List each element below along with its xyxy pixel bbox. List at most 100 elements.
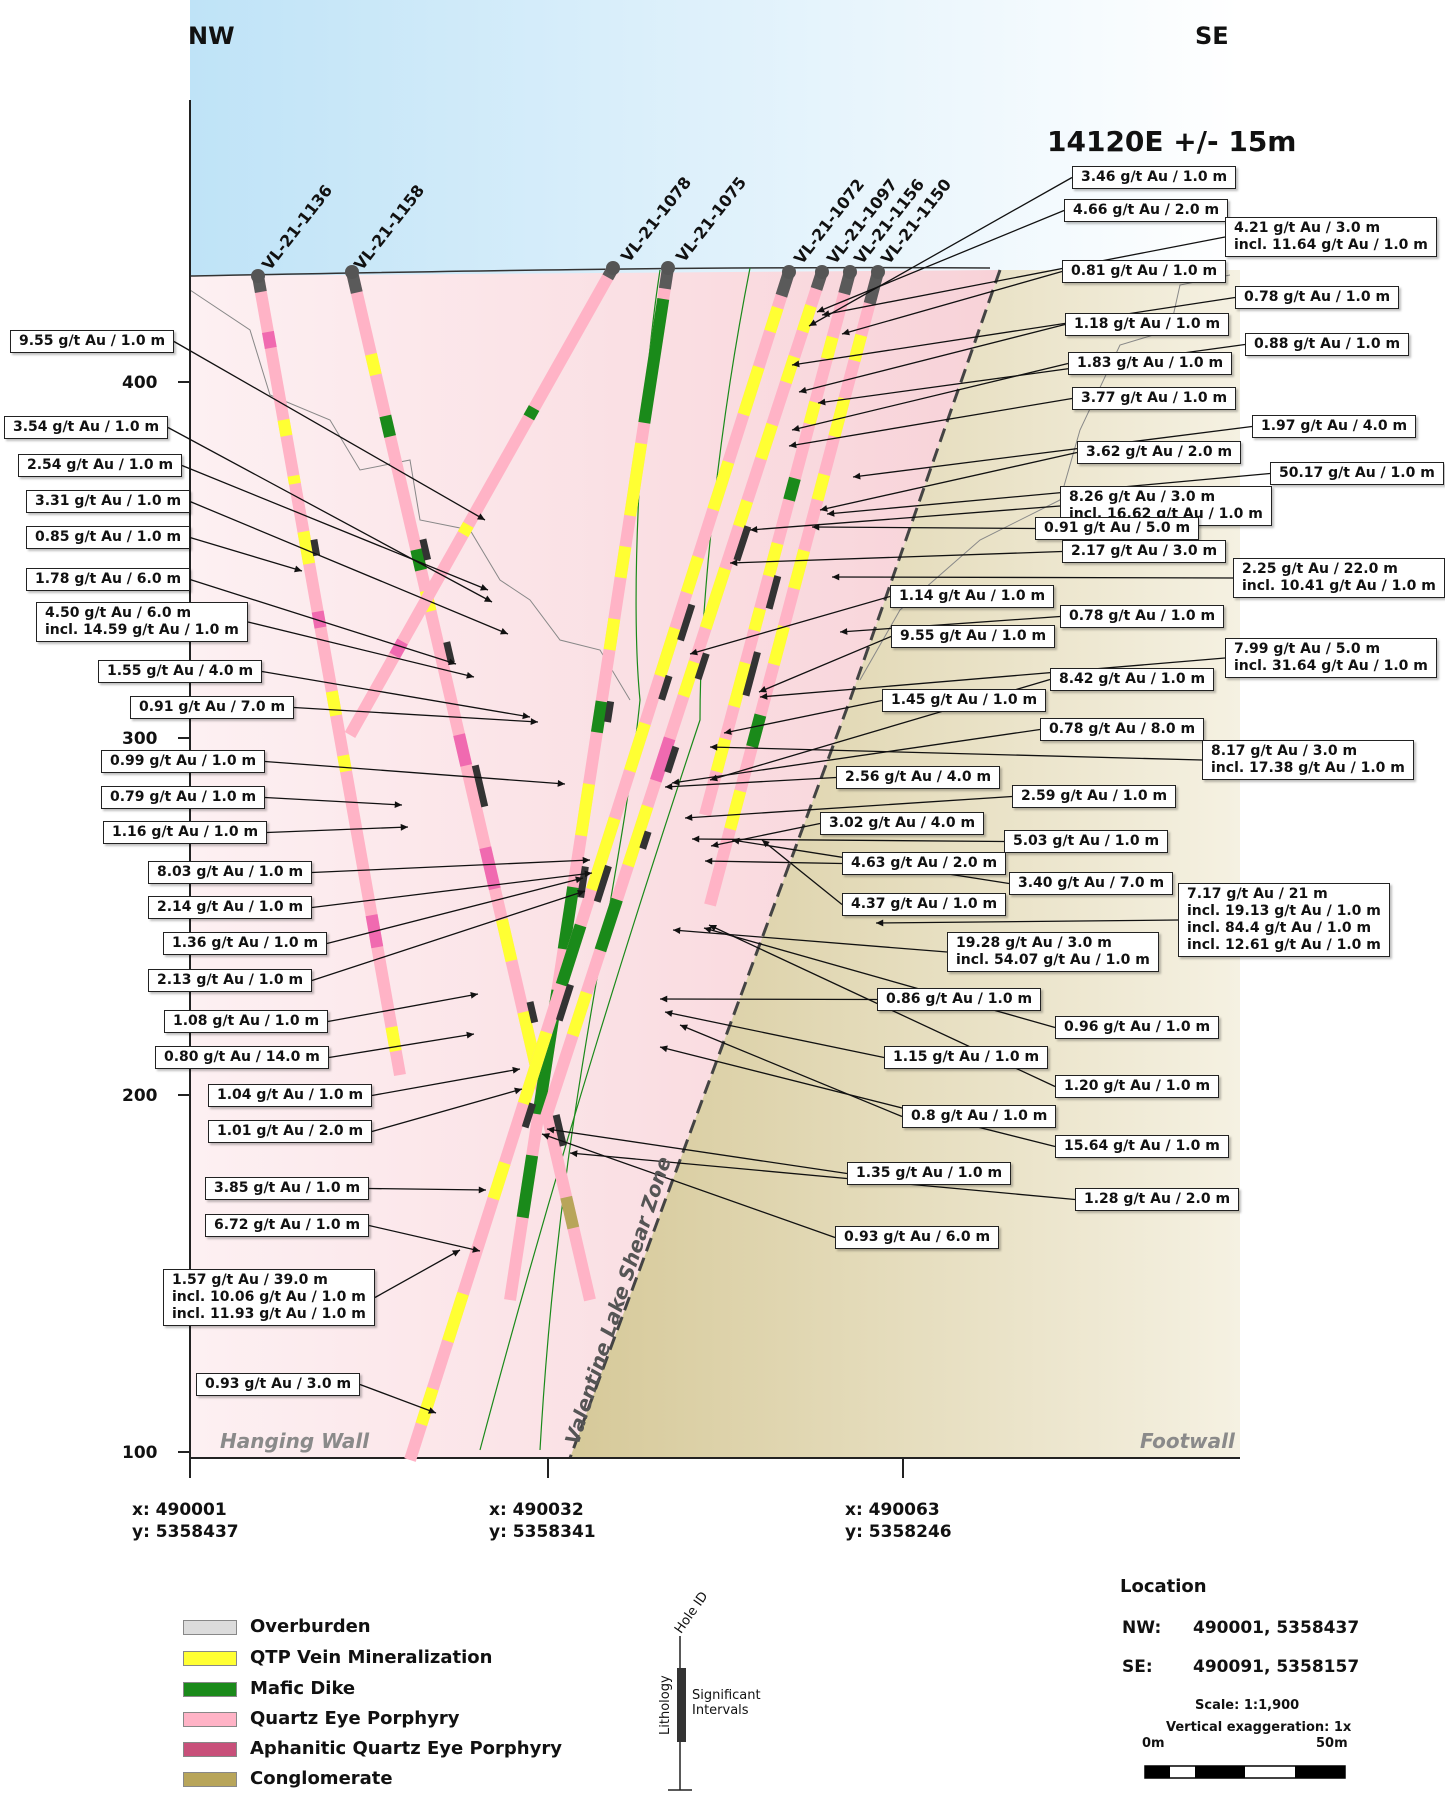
- interval-text: 9.55 g/t Au / 1.0 m: [19, 333, 166, 349]
- interval-label-right-5: 0.78 g/t Au / 1.0 m: [1235, 286, 1400, 309]
- location-title: Location: [1120, 1576, 1207, 1597]
- leader-line: [374, 1249, 461, 1299]
- leader-arrow: [732, 837, 740, 845]
- leader-arrow: [480, 584, 488, 591]
- leader-arrow: [522, 712, 530, 720]
- scale-start: 0m: [1142, 1736, 1165, 1751]
- lithology-segment: [780, 354, 801, 385]
- interval-text: 0.78 g/t Au / 1.0 m: [1244, 289, 1391, 305]
- lithology-segment: [724, 789, 747, 831]
- interval-text: 0.99 g/t Au / 1.0 m: [110, 753, 257, 769]
- leader-line: [839, 615, 1061, 633]
- leader-line: [371, 1088, 523, 1133]
- elev-label-100: 100: [122, 1443, 158, 1463]
- leader-lines: [167, 176, 1271, 1414]
- leader-line: [875, 919, 1179, 924]
- leader-arrow: [542, 1133, 550, 1140]
- se-label: SE: [1195, 22, 1229, 50]
- interval-text: incl. 84.4 g/t Au / 1.0 m: [1187, 920, 1372, 936]
- leader-arrow: [394, 801, 402, 809]
- leader-line: [189, 536, 303, 572]
- interval-text: 0.8 g/t Au / 1.0 m: [911, 1108, 1048, 1124]
- legend-swatch-aphanitic: [183, 1742, 237, 1757]
- lithology-segment: [496, 918, 518, 963]
- leader-arrow: [584, 870, 592, 878]
- interval-text: incl. 19.13 g/t Au / 1.0 m: [1187, 903, 1381, 919]
- lithology-segment: [523, 405, 540, 421]
- leader-arrow: [724, 728, 732, 735]
- leader-arrow: [817, 306, 825, 313]
- interval-text: incl. 17.38 g/t Au / 1.0 m: [1211, 760, 1405, 776]
- collar-marker: [251, 269, 265, 283]
- interval-text: 1.18 g/t Au / 1.0 m: [1074, 316, 1221, 332]
- lithology-segment: [768, 624, 790, 666]
- interval-text: 1.08 g/t Au / 1.0 m: [173, 1013, 320, 1029]
- interval-label-right-42: 0.93 g/t Au / 6.0 m: [835, 1226, 1000, 1249]
- leader-arrow: [660, 1045, 668, 1053]
- interval-text: 1.78 g/t Au / 6.0 m: [35, 571, 182, 587]
- leader-line: [664, 1011, 885, 1059]
- leader-arrow: [530, 718, 538, 725]
- interval-label-left-2: 3.54 g/t Au / 1.0 m: [4, 416, 169, 439]
- lithology-segment: [737, 365, 765, 417]
- hole-trace-VL-21-1097: [539, 265, 829, 1122]
- leader-line: [368, 1224, 481, 1252]
- leader-line: [826, 472, 1271, 515]
- leader-arrow: [730, 559, 738, 567]
- leader-arrow: [582, 856, 590, 864]
- leader-arrow: [672, 778, 680, 786]
- interval-label-right-2: 4.66 g/t Au / 2.0 m: [1064, 199, 1229, 222]
- legend-label-mafic: Mafic Dike: [250, 1678, 356, 1699]
- interval-label-left-9: 0.91 g/t Au / 7.0 m: [130, 696, 295, 719]
- interval-label-right-7: 0.88 g/t Au / 1.0 m: [1245, 333, 1410, 356]
- legend-swatch-mafic: [183, 1682, 237, 1697]
- leader-arrow: [477, 513, 485, 520]
- interval-text: 0.93 g/t Au / 3.0 m: [205, 1376, 352, 1392]
- lithology-segment: [764, 305, 784, 334]
- interval-label-right-8: 1.83 g/t Au / 1.0 m: [1068, 352, 1233, 375]
- interval-label-left-20: 1.01 g/t Au / 2.0 m: [208, 1120, 373, 1143]
- interval-label-right-39: 15.64 g/t Au / 1.0 m: [1055, 1135, 1229, 1158]
- interval-text: 1.28 g/t Au / 2.0 m: [1084, 1191, 1231, 1207]
- leader-line: [729, 550, 1063, 564]
- interval-label-right-34: 0.86 g/t Au / 1.0 m: [877, 988, 1042, 1011]
- interval-text: 1.45 g/t Au / 1.0 m: [891, 692, 1038, 708]
- interval-text: 3.31 g/t Au / 1.0 m: [35, 493, 182, 509]
- significant-interval-bar: [658, 674, 673, 701]
- leader-arrow: [840, 628, 848, 635]
- location-nw-value: 490001, 5358437: [1193, 1618, 1360, 1638]
- vertical-exaggeration: Vertical exaggeration: 1x: [1166, 1720, 1352, 1735]
- interval-text: 4.50 g/t Au / 6.0 m: [45, 605, 192, 621]
- leader-arrow: [799, 386, 807, 394]
- interval-label-left-19: 1.04 g/t Au / 1.0 m: [208, 1084, 373, 1107]
- location-se-value: 490091, 5358157: [1193, 1657, 1360, 1677]
- interval-text: 3.46 g/t Au / 1.0 m: [1081, 169, 1228, 185]
- leader-arrow: [577, 890, 585, 897]
- interval-text: 1.83 g/t Au / 1.0 m: [1077, 355, 1224, 371]
- lithology-segment: [453, 733, 473, 767]
- lithology-segment: [365, 352, 382, 377]
- coord-x-2: x: 490032: [489, 1500, 584, 1520]
- leader-line: [293, 706, 539, 723]
- location-nw-label: NW:: [1122, 1618, 1162, 1638]
- lithology-segment: [728, 661, 752, 708]
- leader-line: [264, 760, 566, 785]
- leader-line: [841, 270, 1063, 335]
- interval-text: 0.91 g/t Au / 7.0 m: [139, 699, 286, 715]
- lithology-segment: [796, 304, 817, 334]
- leader-arrow: [692, 835, 700, 843]
- schematic-intervals: Intervals: [692, 1703, 749, 1718]
- interval-label-right-6: 1.18 g/t Au / 1.0 m: [1065, 313, 1230, 336]
- interval-label-right-14: 0.91 g/t Au / 5.0 m: [1035, 517, 1200, 540]
- lithology-segment: [379, 414, 396, 438]
- interval-text: 0.81 g/t Au / 1.0 m: [1071, 263, 1218, 279]
- collar-marker: [345, 265, 359, 279]
- leader-line: [710, 822, 821, 847]
- leader-arrow: [665, 1010, 673, 1017]
- legend-swatch-qep: [183, 1712, 237, 1727]
- legend-swatch-conglomerate: [183, 1772, 237, 1787]
- leader-line: [761, 839, 843, 906]
- coord-x-1: x: 490001: [132, 1500, 227, 1520]
